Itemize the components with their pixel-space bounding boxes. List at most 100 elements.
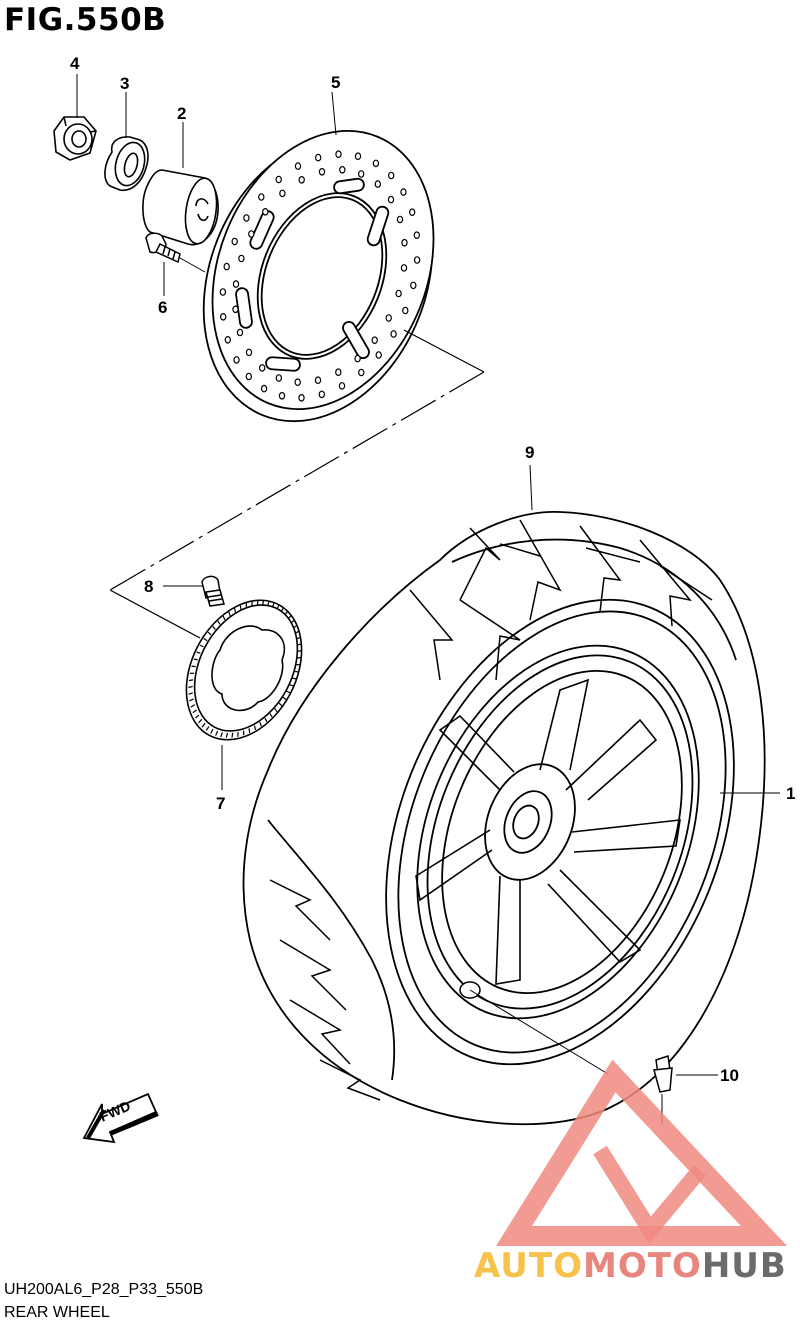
figure-code: UH200AL6_P28_P33_550B: [4, 1281, 204, 1298]
washer-part: [104, 136, 149, 192]
callout-4: 4: [70, 54, 80, 73]
disc-hole: [236, 328, 244, 337]
disc-hole: [388, 171, 395, 180]
ring-tooth: [188, 685, 193, 689]
disc-hole: [402, 306, 409, 315]
ring-tooth: [264, 717, 268, 723]
disc-hole: [298, 393, 305, 402]
disc-hole: [314, 376, 322, 385]
ring-tooth: [222, 615, 226, 621]
disc-hole: [354, 354, 361, 363]
disc-hole: [279, 189, 286, 198]
disc-hole: [339, 166, 346, 174]
ring-tooth: [215, 730, 219, 736]
ring-tooth: [217, 620, 221, 625]
disc-hole: [223, 262, 230, 271]
disc-hole: [318, 390, 325, 399]
disc-hole: [224, 335, 231, 344]
ring-tooth: [261, 600, 265, 606]
ring-tooth: [267, 600, 270, 606]
sensor-screw-part: [163, 575, 225, 607]
disc-hole: [232, 280, 240, 288]
callout-6: 6: [158, 298, 168, 317]
ring-tooth: [284, 610, 289, 616]
disc-hole: [371, 336, 378, 345]
disc-hole: [262, 208, 269, 216]
disc-hole: [338, 382, 346, 390]
disc-hole: [335, 368, 342, 377]
disc-hole: [358, 368, 365, 377]
ring-tooth: [280, 607, 285, 612]
ring-tooth: [282, 696, 287, 700]
ring-tooth: [289, 684, 294, 687]
disc-hole: [409, 208, 416, 217]
leader-lines: [76, 74, 780, 794]
ring-tooth: [276, 604, 280, 610]
sensor-ring-part: [185, 599, 303, 790]
ring-tooth: [190, 704, 196, 708]
ring-tooth: [207, 631, 212, 636]
disc-hole: [358, 170, 365, 178]
disc-hole: [238, 254, 245, 263]
ring-tooth: [191, 665, 196, 668]
disc-hole: [275, 374, 282, 382]
disc-hole: [385, 314, 392, 322]
disc-hole: [318, 168, 326, 176]
disc-hole: [278, 391, 286, 400]
ring-tooth: [228, 611, 231, 617]
ring-tooth: [294, 670, 299, 673]
disc-hole: [372, 159, 380, 168]
disc-hole: [315, 153, 322, 162]
ring-tooth: [269, 713, 273, 718]
disc-hole: [294, 162, 302, 170]
ring-tooth: [296, 636, 301, 640]
assembly-lines: [109, 91, 533, 639]
disc-hole: [390, 330, 397, 338]
ring-tooth: [198, 718, 203, 724]
callout-10: 10: [720, 1066, 739, 1085]
ring-tooth: [192, 709, 197, 714]
callout-3: 3: [120, 74, 130, 93]
disc-hole: [401, 238, 408, 247]
callout-1: 1: [786, 784, 796, 803]
spacer-part: [142, 169, 219, 246]
callout-2: 2: [177, 104, 187, 123]
sensor-ring-teeth: [188, 600, 302, 738]
valve-part: [653, 1055, 718, 1124]
disc-hole: [259, 364, 266, 372]
disc-hole: [395, 289, 402, 298]
ring-tooth: [253, 725, 257, 731]
ring-tooth: [188, 679, 194, 682]
ring-tooth: [233, 607, 237, 613]
disc-hole: [400, 264, 408, 272]
ring-tooth: [259, 721, 262, 727]
figure-title: FIG.550B: [4, 2, 167, 38]
disc-hole: [335, 150, 342, 159]
disc-hole: [400, 188, 407, 196]
disc-hole: [231, 237, 238, 246]
disc-hole: [243, 214, 250, 222]
disc-hole: [354, 152, 362, 161]
disc-hole: [275, 175, 282, 184]
disc-hole: [258, 193, 265, 201]
ring-tooth: [188, 692, 194, 695]
disc-bolt-part: [145, 232, 206, 273]
disc-hole: [260, 384, 268, 393]
disc-hole: [219, 288, 227, 296]
ring-tooth: [297, 649, 302, 653]
watermark-auto: AUTO: [474, 1246, 583, 1286]
ring-tooth: [231, 732, 234, 738]
disc-holes: [219, 150, 421, 402]
ring-tooth: [294, 630, 300, 634]
figure-name: REAR WHEEL: [4, 1304, 110, 1321]
watermark-hub: HUB: [701, 1246, 787, 1286]
ring-tooth: [189, 698, 194, 702]
disc-hole: [387, 195, 395, 204]
callout-9: 9: [525, 443, 535, 462]
ring-tooth: [220, 732, 223, 738]
ring-tooth: [210, 728, 214, 734]
fwd-arrow: [82, 1092, 159, 1144]
ring-tooth: [296, 643, 302, 646]
disc-hole: [245, 348, 253, 357]
ring-tooth: [256, 600, 259, 606]
